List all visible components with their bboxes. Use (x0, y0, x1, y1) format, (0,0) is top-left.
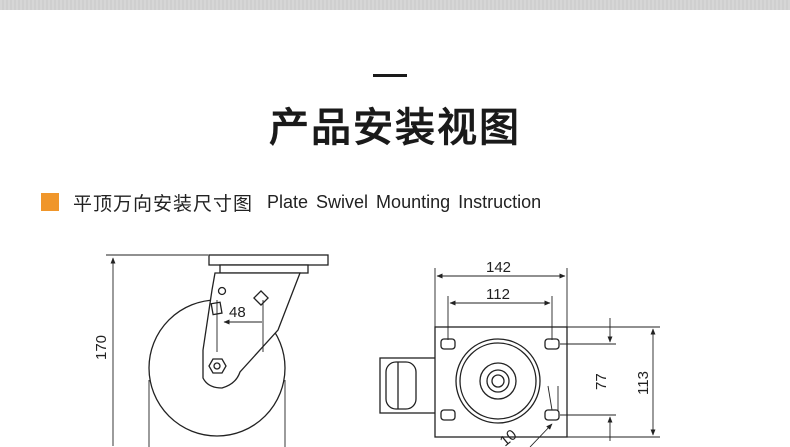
side-view (106, 254, 329, 447)
side-axle (213, 362, 221, 370)
section-marker-icon (41, 193, 59, 211)
top-view (379, 268, 660, 447)
side-offset-label: 48 (229, 304, 246, 321)
top-outer-height-label: 113 (635, 371, 652, 395)
side-diamond-lock (253, 290, 269, 306)
side-axle-nut (208, 358, 227, 374)
side-plate-base (219, 264, 309, 274)
side-fork (202, 272, 301, 389)
top-border-band (0, 0, 790, 10)
section-header: 平顶万向安装尺寸图 Plate Swivel Mounting Instruct… (41, 188, 541, 216)
side-height-label: 170 (93, 335, 110, 360)
title-accent-dash (373, 74, 407, 77)
top-outer-width-label: 142 (486, 259, 511, 276)
top-outer-ring (455, 338, 541, 424)
page-title: 产品安装视图 (269, 105, 521, 151)
side-top-plate (208, 254, 329, 266)
side-square-hole (210, 301, 223, 316)
section-title-cn: 平顶万向安装尺寸图 (73, 192, 254, 215)
top-hole-bottom-left (440, 409, 456, 421)
top-inner-height-label: 77 (593, 373, 610, 390)
side-fork-hole (217, 286, 227, 296)
top-center-bearing (486, 369, 510, 393)
section-title-en: Plate Swivel Mounting Instruction (267, 191, 542, 212)
top-inner-width-label: 112 (486, 286, 510, 303)
